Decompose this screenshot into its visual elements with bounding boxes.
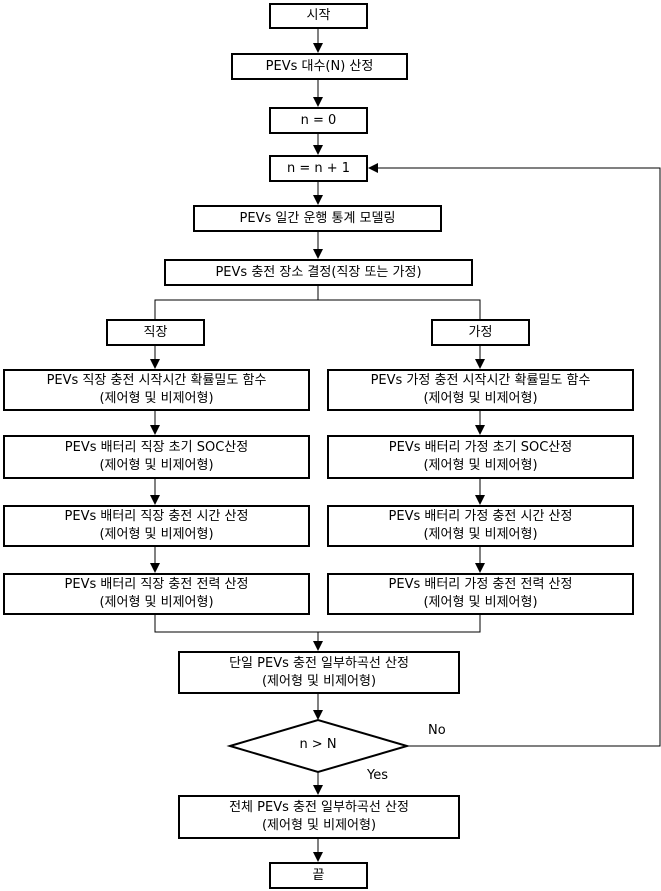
home-pdf-line2: (제어형 및 비제어형) — [423, 391, 538, 406]
work-pdf-line2: (제어형 및 비제어형) — [99, 391, 214, 406]
home-soc-node: PEVs 배터리 가정 초기 SOC산정 (제어형 및 비제어형) — [327, 435, 634, 479]
edge-location-home — [318, 299, 481, 319]
home-power-node: PEVs 배터리 가정 충전 전력 산정 (제어형 및 비제어형) — [327, 573, 634, 615]
home-soc-line1: PEVs 배터리 가정 초기 SOC산정 — [388, 440, 573, 455]
home-pdf-node: PEVs 가정 충전 시작시간 확률밀도 함수 (제어형 및 비제어형) — [327, 369, 634, 411]
work-soc-node: PEVs 배터리 직장 초기 SOC산정 (제어형 및 비제어형) — [3, 435, 310, 479]
work-power-node: PEVs 배터리 직장 충전 전력 산정 (제어형 및 비제어형) — [3, 573, 310, 615]
edge-location-split — [154, 285, 319, 319]
work-time-line1: PEVs 배터리 직장 충전 시간 산정 — [64, 509, 249, 524]
home-power-line1: PEVs 배터리 가정 충전 전력 산정 — [388, 577, 573, 592]
home-label: 가정 — [468, 324, 493, 340]
calc-count-node: PEVs 대수(N) 산정 — [231, 53, 408, 80]
location-node: PEVs 충전 장소 결정(직장 또는 가정) — [164, 259, 473, 286]
start-label: 시작 — [306, 8, 331, 23]
decision-diamond — [226, 718, 411, 774]
work-pdf-line1: PEVs 직장 충전 시작시간 확률밀도 함수 — [46, 373, 267, 388]
work-node: 직장 — [106, 319, 205, 346]
total-load-node: 전체 PEVs 충전 일부하곡선 산정 (제어형 및 비제어형) — [178, 795, 460, 839]
work-soc-line1: PEVs 배터리 직장 초기 SOC산정 — [64, 440, 249, 455]
location-label: PEVs 충전 장소 결정(직장 또는 가정) — [215, 264, 422, 280]
init-n-node: n = 0 — [269, 107, 368, 134]
inc-n-node: n = n + 1 — [269, 155, 368, 182]
end-label: 끝 — [312, 867, 325, 883]
end-node: 끝 — [269, 862, 368, 889]
edge-merge — [154, 614, 481, 633]
model-label: PEVs 일간 운행 통계 모델링 — [239, 210, 396, 226]
work-time-line2: (제어형 및 비제어형) — [99, 527, 214, 542]
single-load-line1: 단일 PEVs 충전 일부하곡선 산정 — [229, 655, 409, 671]
home-node: 가정 — [431, 319, 530, 346]
total-load-line1: 전체 PEVs 충전 일부하곡선 산정 — [229, 800, 409, 815]
single-load-line2: (제어형 및 비제어형) — [261, 673, 377, 689]
home-time-line1: PEVs 배터리 가정 충전 시간 산정 — [388, 509, 573, 524]
work-label: 직장 — [143, 324, 168, 340]
decision-label: n > N — [299, 737, 337, 752]
work-power-line2: (제어형 및 비제어형) — [99, 595, 214, 610]
inc-n-label: n = n + 1 — [286, 160, 351, 176]
work-soc-line2: (제어형 및 비제어형) — [99, 458, 214, 473]
home-power-line2: (제어형 및 비제어형) — [423, 595, 538, 610]
yes-label: Yes — [367, 768, 388, 783]
work-power-line1: PEVs 배터리 직장 충전 전력 산정 — [64, 577, 249, 592]
init-n-label: n = 0 — [300, 112, 337, 128]
home-time-line2: (제어형 및 비제어형) — [423, 527, 538, 542]
work-time-node: PEVs 배터리 직장 충전 시간 산정 (제어형 및 비제어형) — [3, 505, 310, 547]
start-node: 시작 — [269, 3, 368, 29]
no-label: No — [428, 723, 446, 738]
total-load-line2: (제어형 및 비제어형) — [261, 818, 377, 833]
calc-count-label: PEVs 대수(N) 산정 — [265, 58, 374, 74]
single-load-node: 단일 PEVs 충전 일부하곡선 산정 (제어형 및 비제어형) — [178, 651, 460, 694]
model-node: PEVs 일간 운행 통계 모델링 — [193, 205, 442, 232]
home-soc-line2: (제어형 및 비제어형) — [423, 458, 538, 473]
home-pdf-line1: PEVs 가정 충전 시작시간 확률밀도 함수 — [370, 373, 591, 388]
edge-decision-no — [368, 163, 661, 747]
work-pdf-node: PEVs 직장 충전 시작시간 확률밀도 함수 (제어형 및 비제어형) — [3, 369, 310, 411]
home-time-node: PEVs 배터리 가정 충전 시간 산정 (제어형 및 비제어형) — [327, 505, 634, 547]
